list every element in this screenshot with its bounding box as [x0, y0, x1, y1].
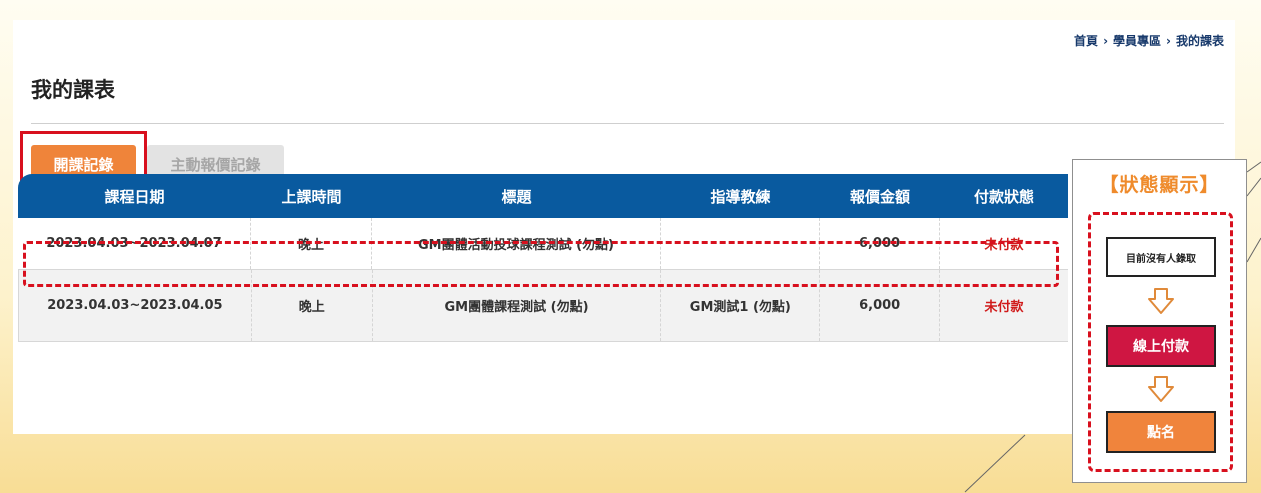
- table-row[interactable]: 2023.04.03~2023.04.07 晚上 GM團體活動投球課程測試 (勿…: [18, 218, 1068, 270]
- table-header: 課程日期 上課時間 標題 指導教練 報價金額 付款狀態: [18, 174, 1068, 218]
- cell-class-time: 晚上: [252, 270, 373, 341]
- title-divider: [31, 123, 1224, 124]
- header-coach: 指導教練: [710, 187, 771, 206]
- row-highlight-frame: [23, 241, 1059, 287]
- page-title: 我的課表: [31, 78, 115, 102]
- breadcrumb-my-schedule[interactable]: 我的課表: [1175, 34, 1224, 48]
- status-steps-frame: 目前沒有人錄取 線上付款 點名: [1088, 212, 1233, 472]
- header-title: 標題: [501, 187, 532, 206]
- header-payment-status: 付款狀態: [973, 187, 1034, 206]
- header-course-date: 課程日期: [104, 187, 165, 206]
- breadcrumb: 首頁 › 學員專區 › 我的課表: [1074, 32, 1224, 49]
- online-payment-button[interactable]: 線上付款: [1106, 325, 1216, 367]
- header-class-time: 上課時間: [281, 187, 342, 206]
- cell-title[interactable]: GM團體課程測試 (勿點): [373, 270, 662, 341]
- cell-coach: GM測試1 (勿點): [661, 270, 821, 341]
- header-quote-amount: 報價金額: [849, 187, 910, 206]
- breadcrumb-home[interactable]: 首頁: [1074, 34, 1099, 48]
- roll-call-button[interactable]: 點名: [1106, 411, 1216, 453]
- cell-payment-status: 未付款: [984, 300, 1024, 315]
- breadcrumb-separator-icon: ›: [1103, 34, 1109, 48]
- cell-quote-amount: 6,000: [820, 270, 941, 341]
- status-no-admission-box: 目前沒有人錄取: [1106, 237, 1216, 277]
- breadcrumb-separator-icon: ›: [1166, 34, 1171, 48]
- status-panel: 【狀態顯示】 目前沒有人錄取 線上付款 點名: [1072, 159, 1247, 483]
- breadcrumb-student-area[interactable]: 學員專區: [1113, 34, 1162, 48]
- arrow-down-icon: [1148, 376, 1174, 402]
- status-panel-title: 【狀態顯示】: [1099, 174, 1220, 196]
- schedule-table: 課程日期 上課時間 標題 指導教練 報價金額 付款狀態 2023.04.03~2…: [18, 174, 1068, 342]
- table-row[interactable]: 2023.04.03~2023.04.05 晚上 GM團體課程測試 (勿點) G…: [18, 270, 1068, 342]
- arrow-down-icon: [1148, 288, 1174, 314]
- cell-course-date: 2023.04.03~2023.04.05: [19, 270, 252, 341]
